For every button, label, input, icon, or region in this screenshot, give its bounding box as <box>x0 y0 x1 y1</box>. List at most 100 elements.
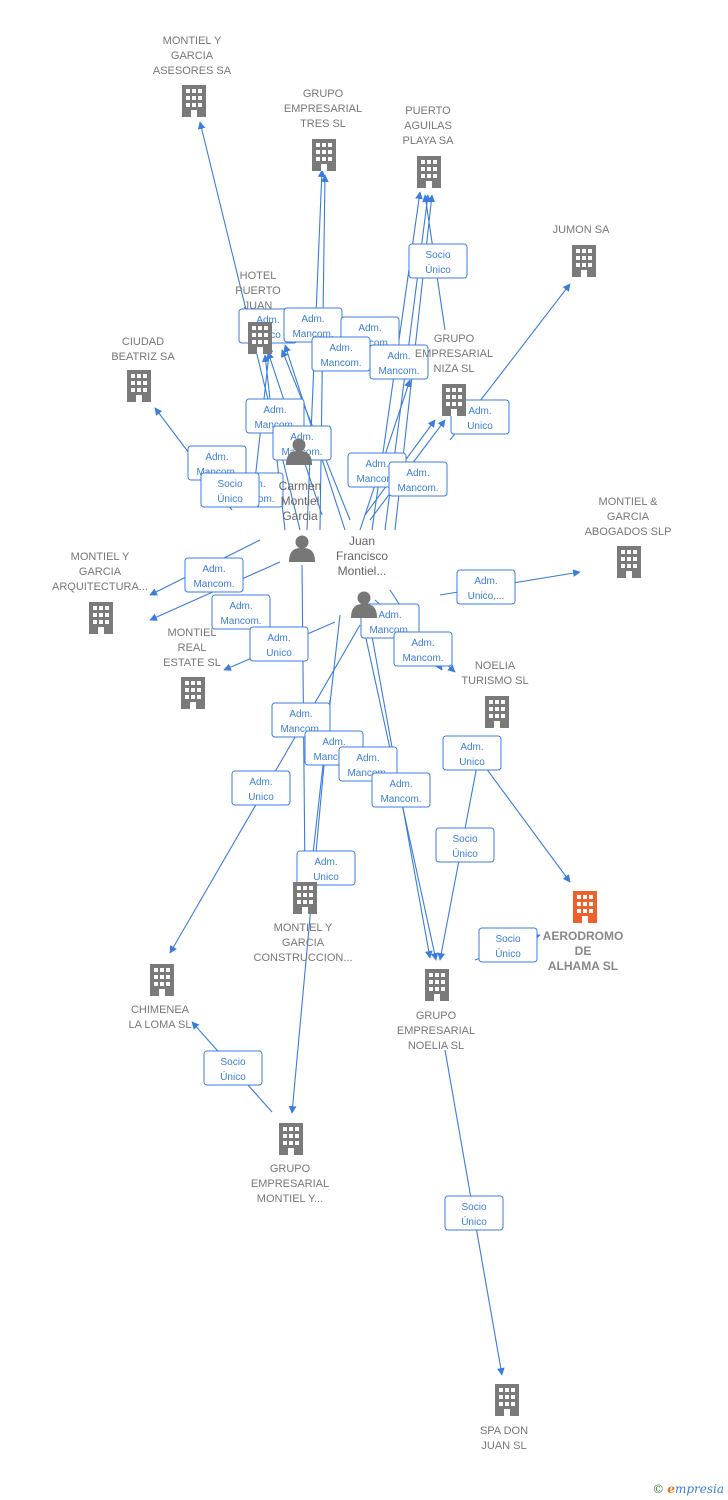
relation-badge-text: Adm. <box>322 737 345 748</box>
relation-badge-text: Único <box>217 492 243 505</box>
node-montiel-arquitectura[interactable]: MONTIEL YGARCIAARQUITECTURA... <box>52 551 148 634</box>
building-icon <box>293 882 317 914</box>
relation-badge-text: Mancom. <box>280 724 321 735</box>
relation-badge[interactable]: Adm.Unico <box>296 850 356 886</box>
node-label: Garcia <box>282 509 318 523</box>
building-icon <box>127 370 151 402</box>
relation-badge-text: Adm. <box>358 323 381 334</box>
relation-badge-text: Adm. <box>263 405 286 416</box>
node-label: GRUPO <box>416 1010 457 1022</box>
relation-badge[interactable]: Adm.Mancom. <box>245 398 305 434</box>
relation-badge[interactable]: Adm.Mancom. <box>393 631 453 667</box>
building-icon <box>312 139 336 171</box>
relation-badge-text: Unico <box>313 872 339 883</box>
relation-badge-text: Mancom. <box>402 653 443 664</box>
relation-badge-text: Adm. <box>267 633 290 644</box>
node-label: GRUPO <box>434 333 475 345</box>
relation-badge-box <box>184 557 244 593</box>
brand-name: mpresia <box>674 1482 724 1496</box>
relation-badge-text: Adm. <box>474 576 497 587</box>
relation-badge-box <box>271 702 331 738</box>
relation-badge[interactable]: Adm.Mancom. <box>184 557 244 593</box>
edge-20 <box>479 759 571 883</box>
building-icon <box>150 964 174 996</box>
node-label: Montiel <box>281 494 320 508</box>
relation-badge[interactable]: Adm.Mancom. <box>371 772 431 808</box>
node-juan[interactable]: JuanFranciscoMontiel... <box>289 534 388 578</box>
relation-badge[interactable]: Adm. Unico <box>249 626 309 662</box>
relation-badge-box <box>231 770 291 806</box>
node-label: LA LOMA SL <box>129 1019 192 1031</box>
relation-badge-text: Único <box>452 847 478 860</box>
node-label: AERODROMO <box>543 929 624 943</box>
node-label: EMPRESARIAL <box>284 103 362 115</box>
brand-watermark: ©empresia <box>652 1482 724 1496</box>
relation-badge-text: Adm. <box>365 459 388 470</box>
node-label: GARCIA <box>79 566 122 578</box>
building-icon <box>485 696 509 728</box>
relation-badge[interactable]: Adm. Unico <box>442 735 502 771</box>
node-label: SPA DON <box>480 1425 528 1437</box>
relation-badge[interactable]: Adm.Unico <box>231 770 291 806</box>
relation-badge-text: Adm. <box>406 468 429 479</box>
node-label: AGUILAS <box>404 120 452 132</box>
node-label: PUERTO <box>405 105 451 117</box>
node-label: ALHAMA SL <box>548 959 618 973</box>
relation-badge-text: Mancom. <box>378 366 419 377</box>
relations-layer: Adm.UnicoAdm.Mancom.Adm.Mancom.Adm.Manco… <box>184 243 538 1231</box>
relation-badge[interactable]: Adm.Mancom. <box>283 307 343 343</box>
relation-badge-text: Unico <box>266 648 292 659</box>
relation-badge-text: Mancom. <box>369 625 410 636</box>
building-icon <box>495 1384 519 1416</box>
relation-badge-text: Único <box>495 947 521 960</box>
relation-badge[interactable]: Adm.Mancom. <box>311 336 371 372</box>
relation-badge-text: Adm. <box>356 753 379 764</box>
node-label: NOELIA SL <box>408 1040 464 1052</box>
node-label: EMPRESARIAL <box>251 1178 329 1190</box>
node-label: GRUPO <box>303 88 344 100</box>
node-jumon[interactable]: JUMON SA <box>553 224 611 277</box>
node-puerto-aguilas[interactable]: PUERTO AGUILAS PLAYA SA <box>403 105 455 188</box>
relation-badge[interactable]: Adm.Mancom. <box>271 702 331 738</box>
relation-badge-text: Mancom. <box>292 329 333 340</box>
relation-badge[interactable]: Adm.Mancom. <box>211 594 271 630</box>
building-icon <box>425 969 449 1001</box>
relation-badge-text: Unico <box>459 757 485 768</box>
relation-badge-text: Adm. <box>229 601 252 612</box>
relation-badge-text: Único <box>220 1070 246 1083</box>
node-label: DE <box>575 944 592 958</box>
relation-badge-text: Socio <box>495 934 520 945</box>
node-label: REAL <box>178 642 207 654</box>
relation-badge[interactable]: Adm.Mancom. <box>369 344 429 380</box>
relation-badge-text: Único <box>425 263 451 276</box>
node-label: PLAYA SA <box>403 135 455 147</box>
relation-badge[interactable]: Adm.Unico,... <box>456 569 516 605</box>
node-label: GARCIA <box>282 937 325 949</box>
relation-badge[interactable]: Adm.Mancom. <box>388 461 448 497</box>
relation-badge-text: Adm. <box>460 742 483 753</box>
relation-badge-box <box>444 1195 504 1231</box>
node-montiel-construccion[interactable]: MONTIEL YGARCIACONSTRUCCION... <box>254 882 353 964</box>
relation-badge-text: Adm. <box>378 610 401 621</box>
